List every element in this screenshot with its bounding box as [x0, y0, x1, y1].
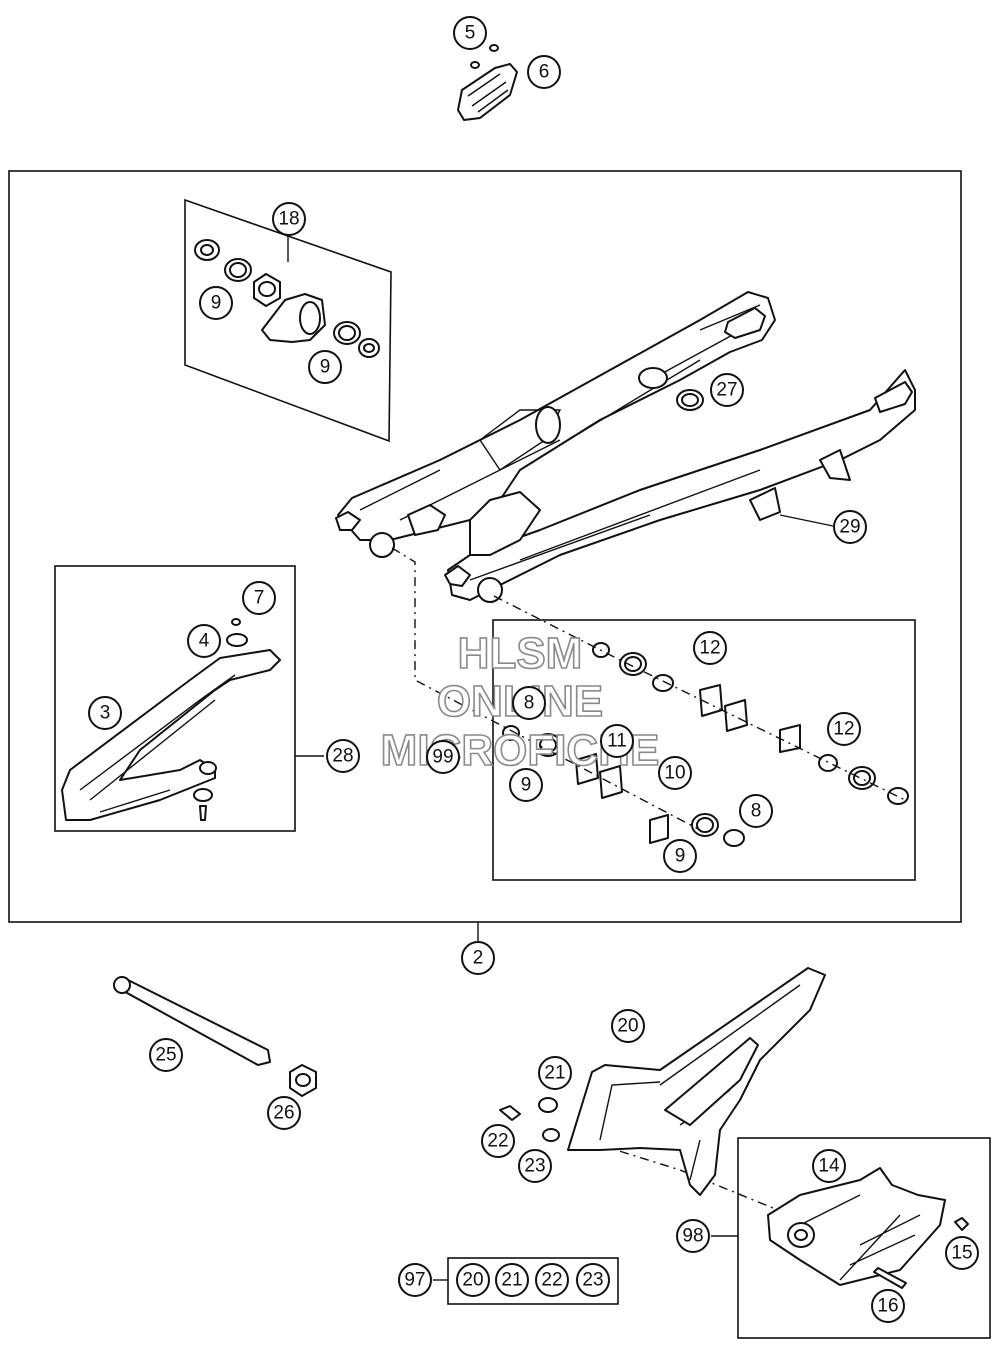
kit-97-frame — [447, 1257, 619, 1305]
bearing-set-parts — [502, 642, 909, 847]
callout-25[interactable]: 25 — [149, 1038, 183, 1072]
callout-3-label: 3 — [100, 703, 111, 724]
callout-9-c-label: 9 — [521, 775, 532, 796]
callout-21-b-label: 21 — [501, 1270, 522, 1291]
callout-12-a[interactable]: 12 — [693, 631, 727, 665]
callout-20-a-label: 20 — [617, 1016, 638, 1037]
callout-28[interactable]: 28 — [326, 739, 360, 773]
callout-22-a[interactable]: 22 — [481, 1124, 515, 1158]
callout-10-label: 10 — [664, 763, 685, 784]
callout-7[interactable]: 7 — [242, 581, 276, 615]
callout-21-b[interactable]: 21 — [495, 1263, 529, 1297]
callout-11[interactable]: 11 — [600, 724, 634, 758]
callout-16-label: 16 — [877, 1296, 898, 1317]
callout-3[interactable]: 3 — [88, 696, 122, 730]
callout-18-label: 18 — [278, 209, 299, 230]
callout-5[interactable]: 5 — [453, 16, 487, 50]
callout-4-label: 4 — [199, 631, 210, 652]
bearing-kit-frame — [184, 198, 392, 443]
callout-98-label: 98 — [682, 1226, 703, 1247]
callout-14-label: 14 — [818, 1156, 840, 1177]
callout-20-b-label: 20 — [462, 1270, 483, 1291]
bearing-set-frame — [492, 619, 916, 881]
callout-10[interactable]: 10 — [658, 756, 692, 790]
axle-and-nut-parts — [113, 976, 317, 1097]
callout-12-b[interactable]: 12 — [827, 712, 861, 746]
leader-lines — [287, 234, 834, 1281]
callout-97-label: 97 — [404, 1270, 425, 1291]
callout-4[interactable]: 4 — [187, 624, 221, 658]
swingarm-assembly-frame — [8, 170, 962, 923]
chain-guard-parts — [499, 967, 826, 1196]
callout-6-label: 6 — [539, 62, 550, 83]
callout-23-a[interactable]: 23 — [518, 1149, 552, 1183]
callout-9-a-label: 9 — [211, 293, 222, 314]
callout-21-a-label: 21 — [544, 1063, 565, 1084]
callout-2[interactable]: 2 — [461, 941, 495, 975]
callout-23-b[interactable]: 23 — [576, 1263, 610, 1297]
callout-27[interactable]: 27 — [710, 373, 744, 407]
callout-11-label: 11 — [607, 731, 627, 752]
callout-18[interactable]: 18 — [272, 202, 306, 236]
callout-23-a-label: 23 — [524, 1156, 545, 1177]
callout-7-label: 7 — [254, 588, 265, 609]
top-chain-slider-part — [457, 44, 518, 121]
callout-22-a-label: 22 — [487, 1131, 508, 1152]
callout-26[interactable]: 26 — [267, 1096, 301, 1130]
callout-9-d-label: 9 — [675, 846, 686, 867]
swingarm-part — [335, 291, 916, 603]
chain-slider-frame — [54, 565, 296, 832]
callout-12-b-label: 12 — [833, 719, 854, 740]
chain-guide-frame — [737, 1137, 991, 1339]
callout-9-d[interactable]: 9 — [663, 839, 697, 873]
callout-25-label: 25 — [155, 1045, 176, 1066]
callout-97[interactable]: 97 — [398, 1263, 432, 1297]
callout-16[interactable]: 16 — [871, 1289, 905, 1323]
chain-slider-parts — [61, 618, 281, 821]
callout-9-a[interactable]: 9 — [199, 286, 233, 320]
callout-22-b[interactable]: 22 — [535, 1263, 569, 1297]
seal-27-part — [676, 389, 704, 411]
chain-guide-parts — [767, 1167, 969, 1289]
callout-23-b-label: 23 — [582, 1270, 603, 1291]
callout-27-label: 27 — [716, 380, 737, 401]
callout-98[interactable]: 98 — [676, 1219, 710, 1253]
callout-8-b[interactable]: 8 — [739, 794, 773, 828]
callout-8-b-label: 8 — [751, 801, 762, 822]
callout-5-label: 5 — [465, 23, 476, 44]
callout-99[interactable]: 99 — [426, 740, 460, 774]
watermark-line-1: HLSM — [458, 629, 583, 678]
callout-20-a[interactable]: 20 — [611, 1009, 645, 1043]
callout-9-c[interactable]: 9 — [509, 768, 543, 802]
callout-99-label: 99 — [432, 747, 453, 768]
callout-21-a[interactable]: 21 — [538, 1056, 572, 1090]
callout-20-b[interactable]: 20 — [456, 1263, 490, 1297]
callout-12-a-label: 12 — [699, 638, 720, 659]
callout-6[interactable]: 6 — [527, 55, 561, 89]
callout-28-label: 28 — [332, 746, 353, 767]
callout-15[interactable]: 15 — [945, 1236, 979, 1270]
bearing-kit-parts — [194, 239, 380, 358]
callout-29-label: 29 — [839, 517, 860, 538]
callout-29[interactable]: 29 — [833, 510, 867, 544]
callout-9-b-label: 9 — [320, 357, 331, 378]
callout-14[interactable]: 14 — [812, 1149, 846, 1183]
callout-8-a-label: 8 — [524, 693, 535, 714]
callout-15-label: 15 — [951, 1243, 972, 1264]
callout-22-b-label: 22 — [541, 1270, 562, 1291]
callout-26-label: 26 — [273, 1103, 294, 1124]
callout-9-b[interactable]: 9 — [308, 350, 342, 384]
callout-8-a[interactable]: 8 — [512, 686, 546, 720]
callout-2-label: 2 — [473, 948, 484, 969]
